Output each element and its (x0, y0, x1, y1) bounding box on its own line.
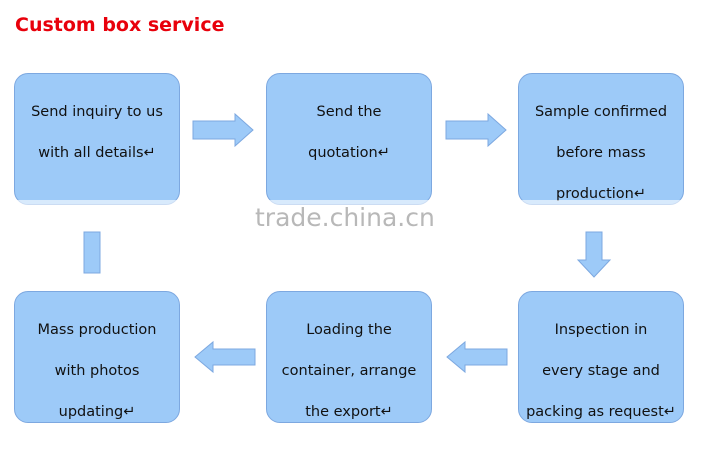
arrow-right-2 (445, 112, 507, 148)
arrow-right-1 (192, 112, 254, 148)
step-text: Sample confirmed (534, 104, 668, 120)
step-text: Loading the (306, 322, 392, 338)
step-text: every stage and (542, 363, 660, 379)
step-text: Send the (316, 104, 382, 120)
step-text: with photos (54, 363, 140, 379)
step-loading: Loading the container, arrange the expor… (266, 291, 432, 423)
watermark: trade.china.cn (255, 203, 435, 232)
step-text: Mass production (37, 322, 157, 338)
step-send-inquiry: Send inquiry to us with all details↵ (14, 73, 180, 205)
step-send-quotation: Send the quotation↵ (266, 73, 432, 205)
arrow-left-2 (194, 340, 256, 374)
step-text: Inspection in (554, 322, 648, 338)
step-text: before mass (556, 145, 646, 161)
step-text: packing as request↵ (526, 404, 676, 420)
step-text: container, arrange (281, 363, 417, 379)
step-text: the export↵ (305, 404, 393, 420)
arrow-down (576, 231, 612, 278)
step-text: updating↵ (58, 404, 136, 420)
arrow-left-1 (446, 340, 508, 374)
step-inspection: Inspection in every stage and packing as… (518, 291, 684, 423)
step-sample-confirmed: Sample confirmed before mass production↵ (518, 73, 684, 205)
watermark-band (0, 200, 701, 218)
page-title: Custom box service (15, 14, 225, 36)
step-mass-production: Mass production with photos updating↵ (14, 291, 180, 423)
step-text: Send inquiry to us (31, 104, 163, 120)
connector-up (83, 231, 101, 274)
step-text: production↵ (555, 186, 646, 202)
step-text: with all details↵ (38, 145, 156, 161)
step-text: quotation↵ (308, 145, 390, 161)
